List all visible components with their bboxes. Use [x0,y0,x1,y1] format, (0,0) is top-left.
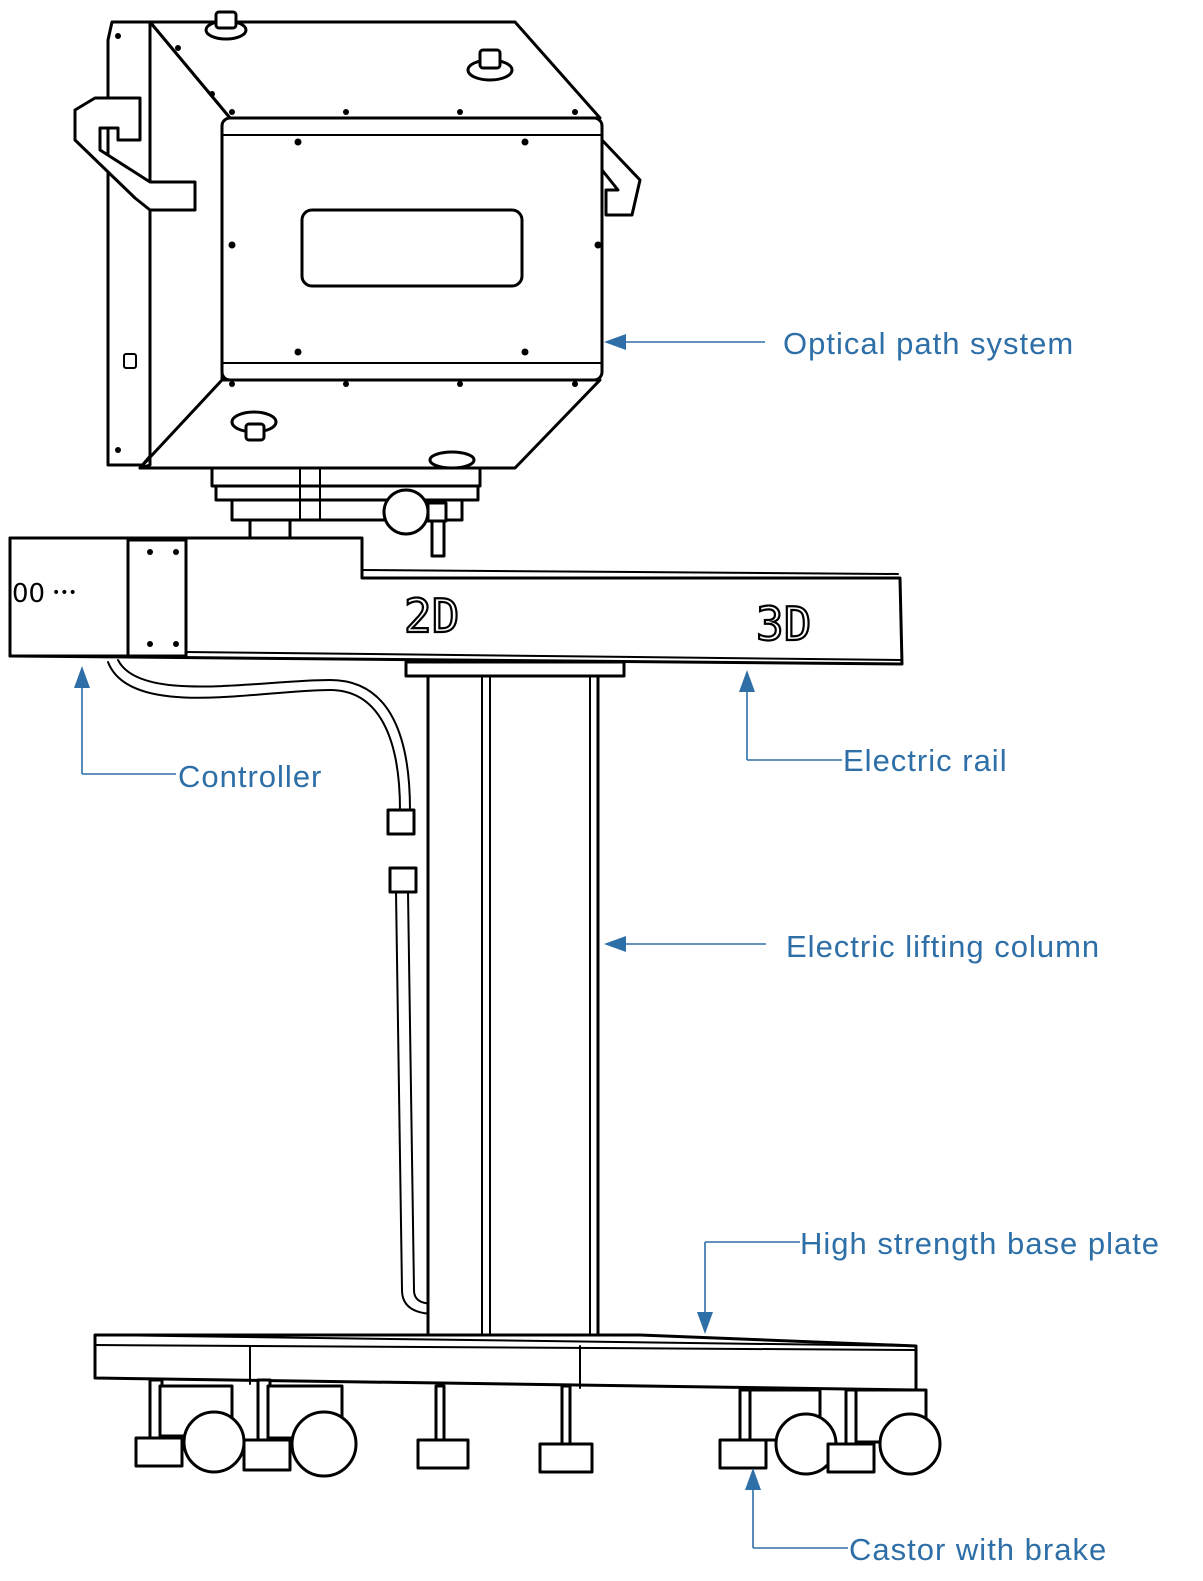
callout-castor-with-brake: Castor with brake [745,1468,1107,1567]
callout-optical-path-system: Optical path system [604,326,1074,361]
optical-path-system-drawing [73,10,642,470]
base-plate-drawing [93,1333,918,1392]
mount-assembly-drawing [210,466,482,558]
callout-electric-lifting-column: Electric lifting column [604,929,1100,964]
callout-controller: Controller [74,666,322,794]
controller-drawing: 00 ••• [8,536,188,658]
label-high-strength-base-plate: High strength base plate [800,1226,1160,1261]
rail-3d-marking: 3D [756,597,811,651]
label-electric-rail: Electric rail [843,743,1008,778]
controller-dots: ••• [52,585,77,601]
controller-indicator: 00 [12,579,45,609]
label-optical-path-system: Optical path system [783,326,1074,361]
callout-high-strength-base-plate: High strength base plate [697,1226,1160,1334]
label-castor-with-brake: Castor with brake [849,1532,1107,1567]
rail-2d-marking: 2D [404,589,459,643]
callout-electric-rail: Electric rail [739,670,1008,778]
label-electric-lifting-column: Electric lifting column [786,929,1100,964]
castors-drawing [134,1378,942,1478]
lifting-column-drawing [404,660,626,1344]
label-controller: Controller [178,759,322,794]
